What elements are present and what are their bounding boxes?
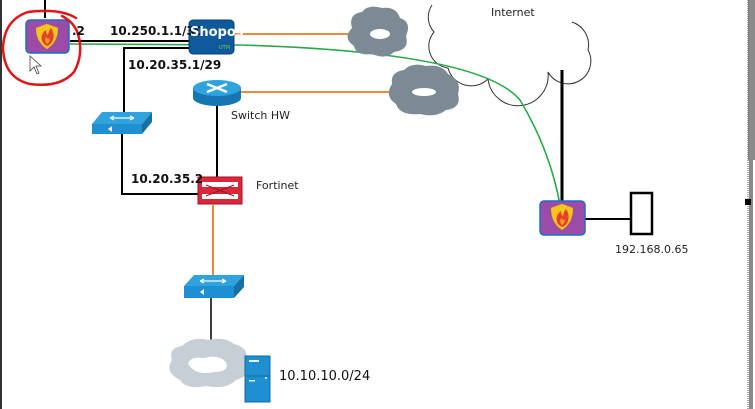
link-label-shopos-switch: 10.20.35.1/29: [128, 58, 222, 72]
link-switch-fortinet: [121, 134, 198, 195]
server-icon[interactable]: [244, 355, 271, 403]
isp-cloud-icon: [347, 6, 408, 57]
switch-hw-label: Switch HW: [231, 109, 291, 122]
fortinet-label: Fortinet: [256, 179, 299, 192]
host-ip-label: 192.168.0.65: [615, 243, 689, 256]
switch-icon[interactable]: [184, 275, 244, 298]
link-shopos-switch: [123, 47, 192, 112]
flame-icon: [41, 28, 54, 46]
scrollbar-thin[interactable]: [749, 160, 753, 409]
server-subnet-label: 10.10.10.0/24: [279, 369, 371, 384]
flame-icon: [556, 209, 569, 227]
firewall-right[interactable]: [539, 200, 586, 236]
utm-sublabel: UTM: [219, 45, 231, 51]
lan-cloud-icon: [169, 338, 248, 388]
link-label-fw-shopos: 10.250.1.1/30: [110, 24, 204, 38]
mouse-cursor-icon: [29, 55, 43, 75]
resize-handle[interactable]: [745, 199, 751, 205]
firewall-left[interactable]: [25, 19, 70, 54]
fw-suffix-label: .2: [72, 24, 85, 38]
router-icon[interactable]: [193, 80, 241, 106]
utm-router-icon[interactable]: [188, 19, 235, 55]
highlight-circle: [1, 9, 82, 86]
link-label-switch-fortinet: 10.20.35.2: [131, 172, 204, 186]
switch-icon[interactable]: [92, 112, 152, 134]
host-icon[interactable]: [629, 191, 654, 236]
shopos-label: Shopos: [190, 25, 244, 40]
link-vpn-green: [69, 43, 561, 206]
isp-cloud-icon: [388, 64, 459, 116]
scrollbar-track[interactable]: [748, 0, 755, 160]
internet-label: Internet: [491, 6, 535, 19]
fortinet-icon[interactable]: [197, 176, 243, 205]
internet-cloud-icon: [427, 4, 592, 107]
